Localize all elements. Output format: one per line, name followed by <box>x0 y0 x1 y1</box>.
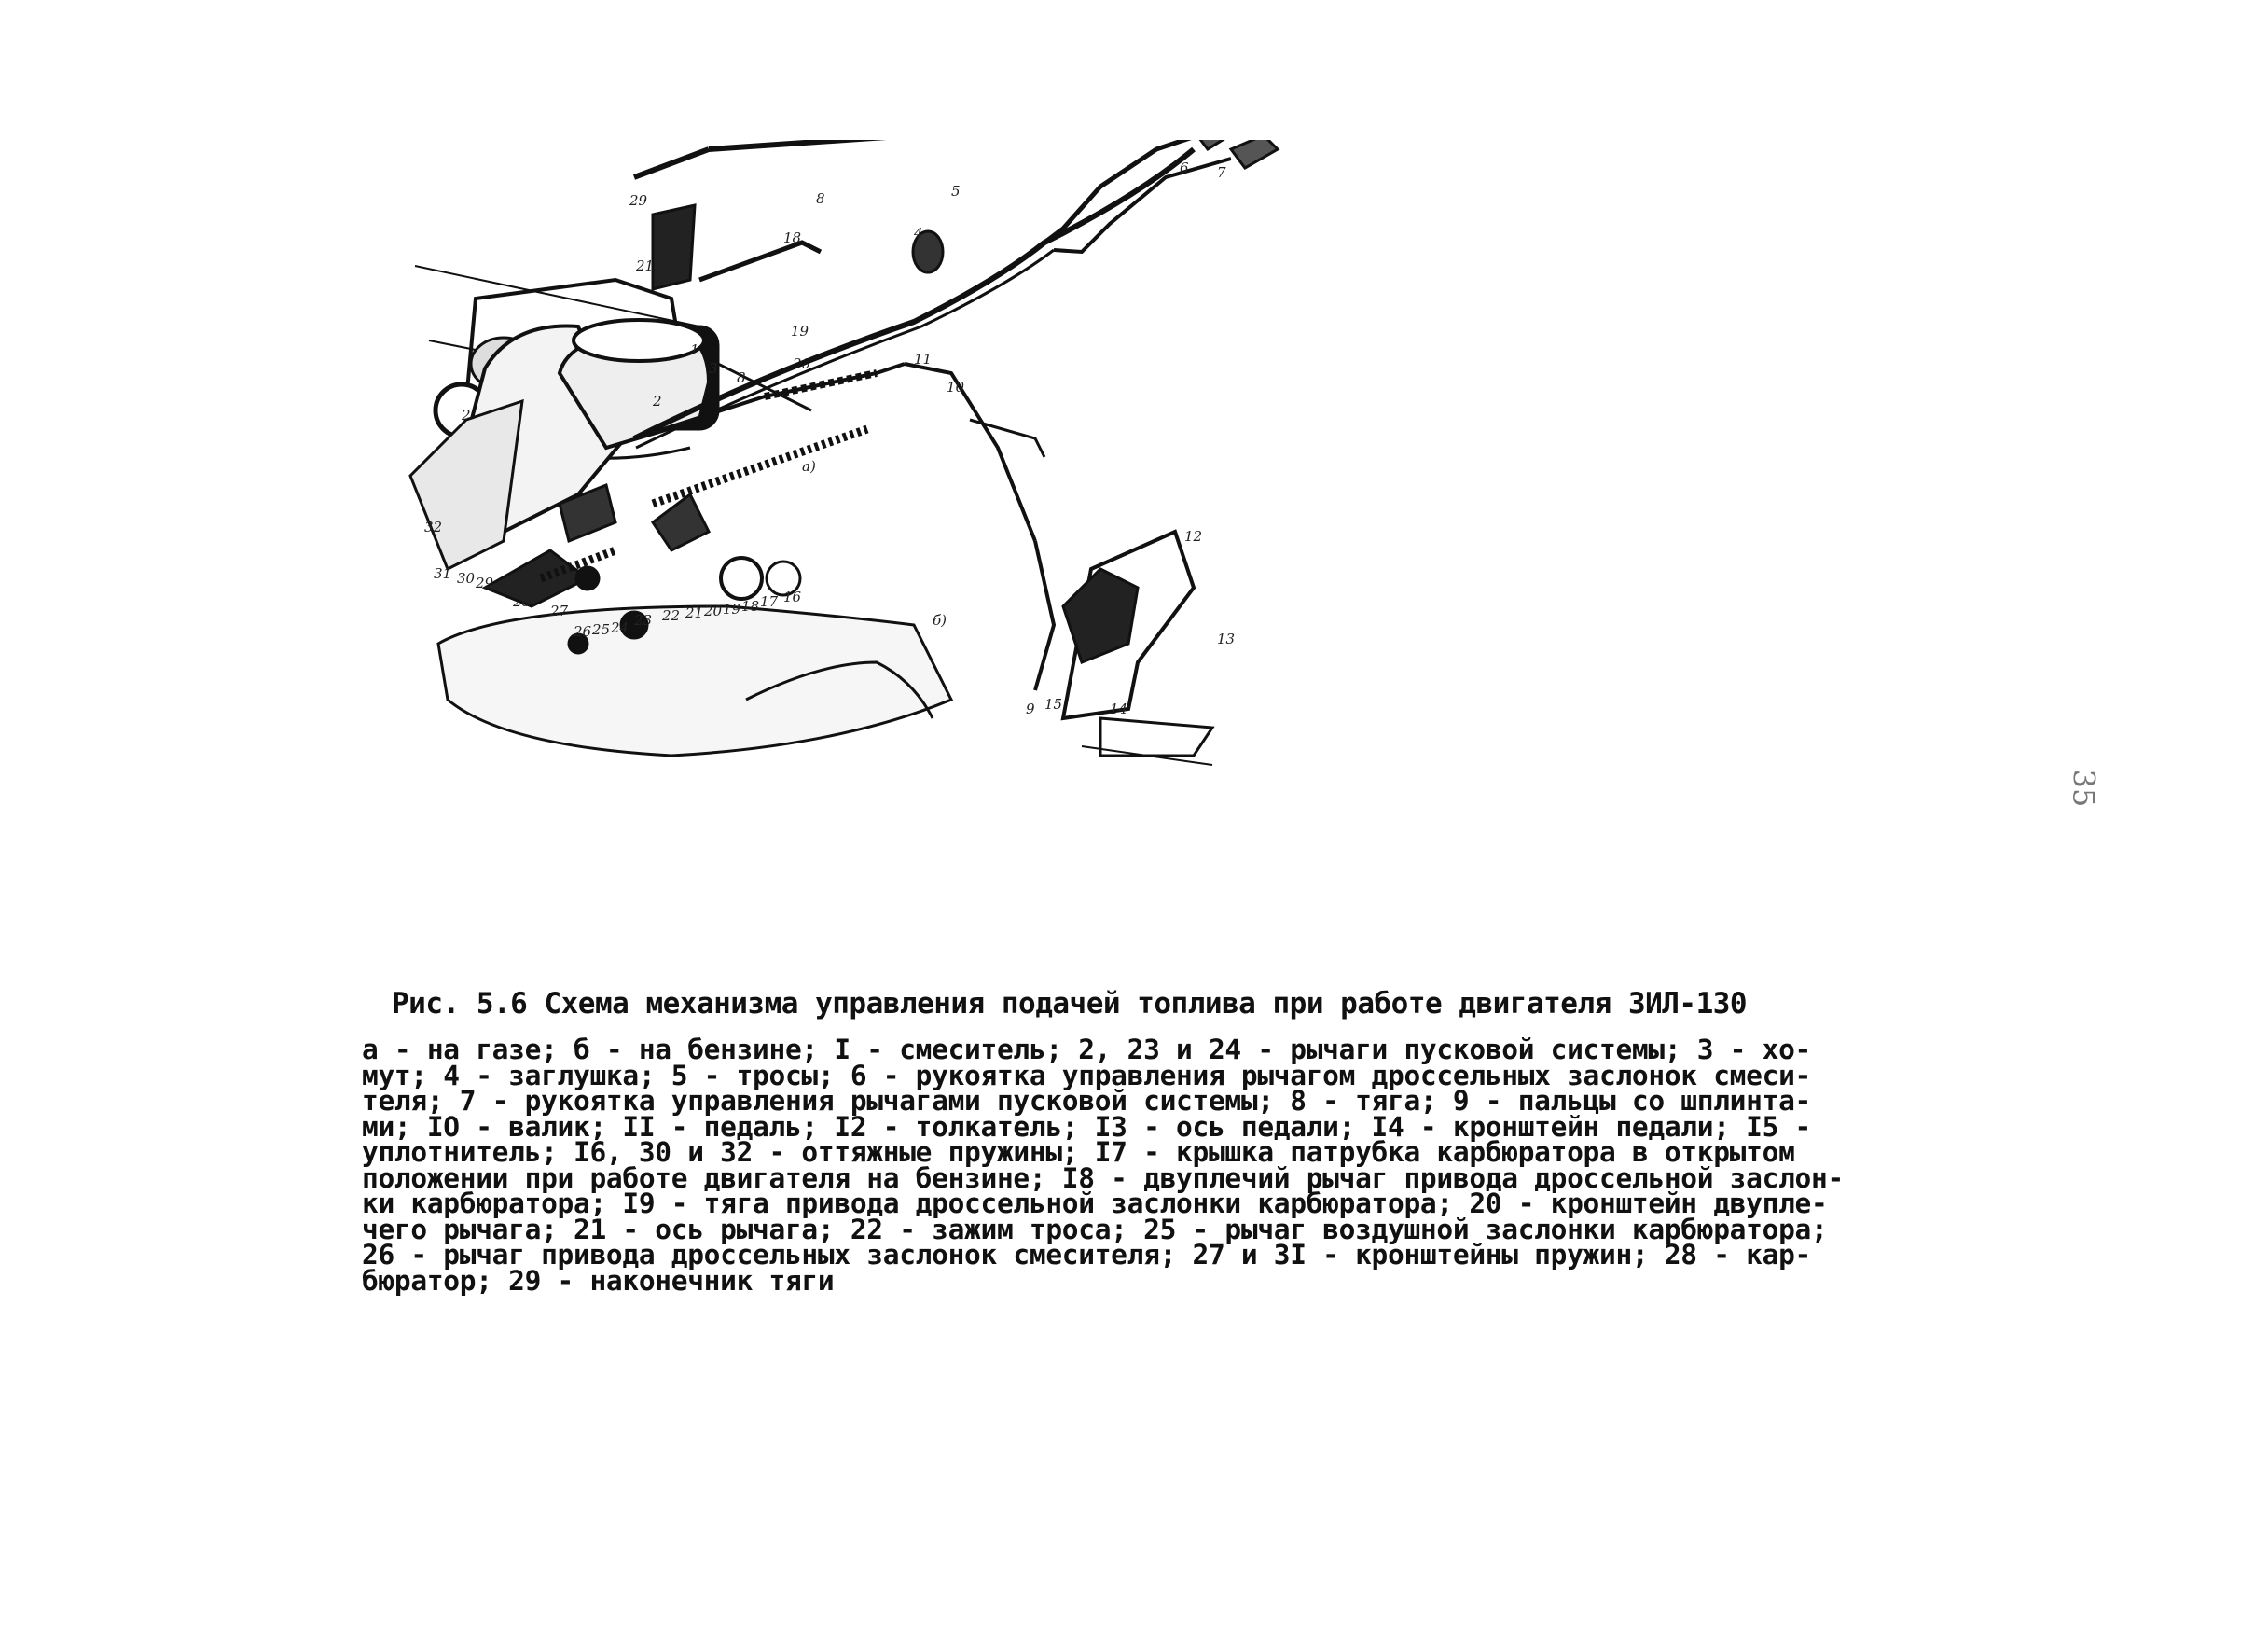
legend-line: теля; 7 - рукоятка управления рычагами п… <box>362 1085 1811 1117</box>
callout-21-a: 21 <box>635 257 654 274</box>
callout-12: 12 <box>1184 528 1202 545</box>
figure-caption: Рис. 5.6 Схема механизма управления пода… <box>392 987 1748 1021</box>
legend-line: бюратор; 29 - наконечник тяги <box>362 1264 835 1297</box>
callout-30: 30 <box>457 570 476 587</box>
callout-25: 25 <box>591 621 610 638</box>
callout-26: 26 <box>573 623 592 640</box>
inset-a-label: а) <box>802 458 816 475</box>
legend-line: положении при работе двигателя на бензин… <box>362 1161 1844 1194</box>
main-b-label: б) <box>933 612 947 629</box>
callout-5: 5 <box>951 183 961 200</box>
callout-11: 11 <box>914 351 932 368</box>
legend-line: 26 - рычаг привода дроссельных заслонок … <box>362 1239 1811 1271</box>
main-b-callouts: 1 2 3 4 5 6 7 8 9 10 11 12 13 14 15 16 1… <box>424 160 1235 717</box>
legend-line: мут; 4 - заглушка; 5 - тросы; 6 - рукоят… <box>362 1059 1811 1091</box>
callout-9: 9 <box>1026 701 1035 717</box>
callout-31: 31 <box>434 565 451 582</box>
page-number: 35 <box>2066 769 2102 808</box>
callout-28: 28 <box>512 593 531 610</box>
callout-18-a: 18 <box>783 229 801 246</box>
main-b-drawing <box>408 110 1280 766</box>
callout-13: 13 <box>1217 631 1235 647</box>
callout-14: 14 <box>1110 701 1127 717</box>
callout-7: 7 <box>1217 164 1226 181</box>
callout-29-a: 29 <box>629 192 648 209</box>
callout-2: 2 <box>652 393 662 410</box>
figure-legend: а - на газе; б - на бензине; I - смесите… <box>362 1034 2068 1297</box>
legend-line: а - на газе; б - на бензине; I - смесите… <box>362 1034 1811 1065</box>
callout-21: 21 <box>685 604 703 621</box>
legend-line: ки карбюратора; I9 - тяга привода дроссе… <box>362 1188 1828 1219</box>
callout-20: 20 <box>703 603 723 619</box>
callout-15: 15 <box>1044 696 1062 713</box>
callout-32: 32 <box>424 519 442 535</box>
mechanism-illustration: 29 8 18 21 19 20 28 а) <box>392 110 2145 979</box>
callout-27: 27 <box>549 603 569 619</box>
callout-22: 22 <box>661 607 680 624</box>
callout-19: 19 <box>723 601 741 618</box>
callout-3: 3 <box>709 360 718 377</box>
callout-29: 29 <box>475 575 494 591</box>
callout-18: 18 <box>741 598 759 615</box>
callout-10: 10 <box>947 379 965 396</box>
callout-4: 4 <box>913 225 923 242</box>
callout-16: 16 <box>783 589 802 605</box>
callout-17: 17 <box>760 593 779 610</box>
callout-1: 1 <box>690 341 699 358</box>
callout-6: 6 <box>1180 160 1189 176</box>
legend-line: ми; IO - валик; II - педаль; I2 - толкат… <box>362 1110 1811 1143</box>
callout-8: 8 <box>737 369 746 386</box>
callout-8-a: 8 <box>816 190 825 207</box>
legend-line: чего рычага; 21 - ось рычага; 22 - зажим… <box>362 1213 1828 1245</box>
callout-19-a: 19 <box>791 323 809 340</box>
callout-24: 24 <box>610 619 629 636</box>
callout-23: 23 <box>633 612 652 629</box>
legend-line: уплотнитель; I6, 30 и 32 - оттяжные пруж… <box>362 1136 1795 1168</box>
illustration-svg: 29 8 18 21 19 20 28 а) <box>408 110 1280 766</box>
